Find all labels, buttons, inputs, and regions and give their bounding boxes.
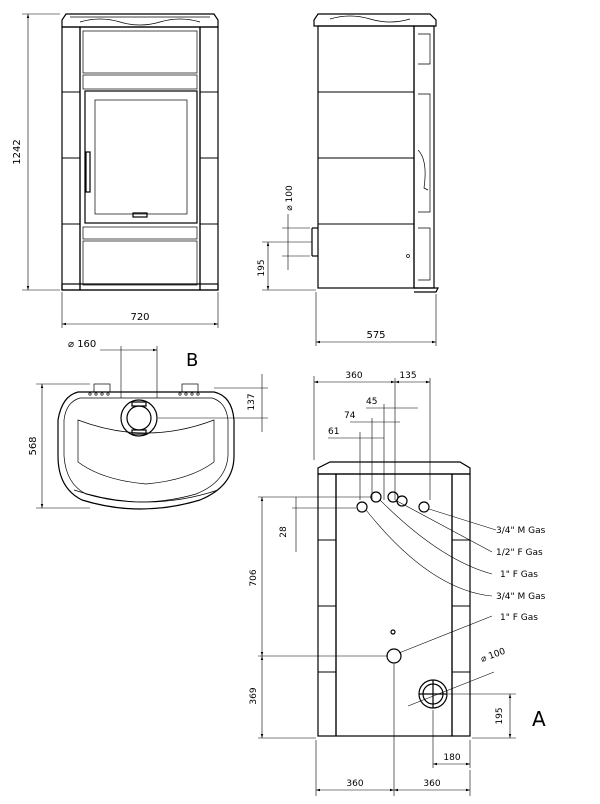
rear-connection-1-f-gas: [370, 491, 382, 503]
connection-label-3: 1" F Gas: [500, 570, 538, 580]
rear-flue-dimensions: ⌀ 100 195 180: [407, 647, 516, 768]
view-label-a: A: [532, 707, 546, 731]
rear-connection-3-4-m-gas-lower: [356, 501, 368, 513]
rear-connection-1-f-gas-center: [386, 648, 402, 664]
top-flue-offset-dimension: 137: [158, 374, 268, 432]
rear-bottom-dimensions: 360 360: [315, 664, 471, 796]
front-height-value: 1242: [12, 139, 23, 164]
front-width-dimension: 720: [61, 292, 219, 328]
rear-top-dimensions: 360 135 45 74 61: [313, 371, 431, 500]
connection-labels: 3/4" M Gas 1/2" F Gas 1" F Gas 3/4" M Ga…: [365, 499, 546, 654]
rear-dim-28: 28: [279, 526, 289, 538]
top-outline: [57, 391, 235, 510]
connection-label-1: 3/4" M Gas: [496, 526, 546, 536]
side-flue-diameter-dimension: ⌀ 100: [282, 185, 310, 270]
rear-dim-706: 706: [249, 569, 259, 586]
rear-dim-360-bottom-right: 360: [423, 779, 440, 789]
top-flue-diameter-dimension: ⌀ 160: [68, 339, 158, 398]
rear-dim-61: 61: [328, 427, 339, 437]
rear-dim-74: 74: [344, 411, 356, 421]
connection-label-4: 3/4" M Gas: [496, 592, 546, 602]
top-flue-diameter-value: ⌀ 160: [68, 339, 96, 350]
side-view: [311, 13, 439, 293]
rear-connection-1-2-f-gas: [387, 491, 399, 503]
rear-right-tile-column: [451, 473, 471, 737]
rear-view: [317, 461, 471, 737]
rear-dim-369: 369: [249, 687, 259, 704]
side-flue-diameter-value: ⌀ 100: [285, 185, 295, 211]
rear-dim-195: 195: [495, 707, 505, 724]
top-depth-dimension: 568: [28, 383, 90, 509]
connection-label-2: 1/2" F Gas: [496, 548, 543, 558]
side-top-cap: [313, 13, 437, 27]
side-flue-height-value: 195: [257, 259, 267, 276]
side-front-profile: [413, 25, 435, 289]
front-door: [84, 90, 198, 224]
rear-dim-180: 180: [443, 753, 460, 763]
top-flue-offset-value: 137: [247, 393, 257, 410]
front-view: [61, 13, 219, 291]
front-width-value: 720: [130, 312, 149, 323]
rear-flue-diameter-value: ⌀ 100: [480, 647, 508, 665]
side-depth-dimension: 575: [315, 292, 437, 346]
rear-dim-45: 45: [366, 397, 377, 407]
rear-dim-135: 135: [399, 371, 416, 381]
top-surface: [77, 419, 215, 485]
side-depth-value: 575: [366, 330, 385, 341]
view-label-b: B: [186, 350, 198, 371]
door-handle: [85, 151, 91, 193]
side-flue-height-dimension: 195: [257, 241, 316, 291]
top-flue-collar: [120, 399, 158, 437]
front-height-dimension: 1242: [12, 13, 60, 291]
rear-top-cap: [317, 461, 471, 475]
rear-connection-3-4-m-gas-upper: [418, 501, 430, 513]
front-ash-drawer: [82, 240, 198, 286]
side-body: [317, 25, 415, 289]
door-glass: [94, 99, 188, 215]
rear-dim-360-bottom-left: 360: [346, 779, 363, 789]
connection-label-5: 1" F Gas: [500, 613, 538, 623]
top-depth-value: 568: [28, 436, 39, 455]
rear-left-dimensions: 706 28 369: [249, 496, 388, 739]
top-view: [57, 383, 235, 510]
top-flue-opening: [126, 405, 152, 431]
front-body: [79, 26, 201, 291]
rear-dim-360-top: 360: [345, 371, 362, 381]
rear-left-tile-column: [317, 473, 337, 737]
